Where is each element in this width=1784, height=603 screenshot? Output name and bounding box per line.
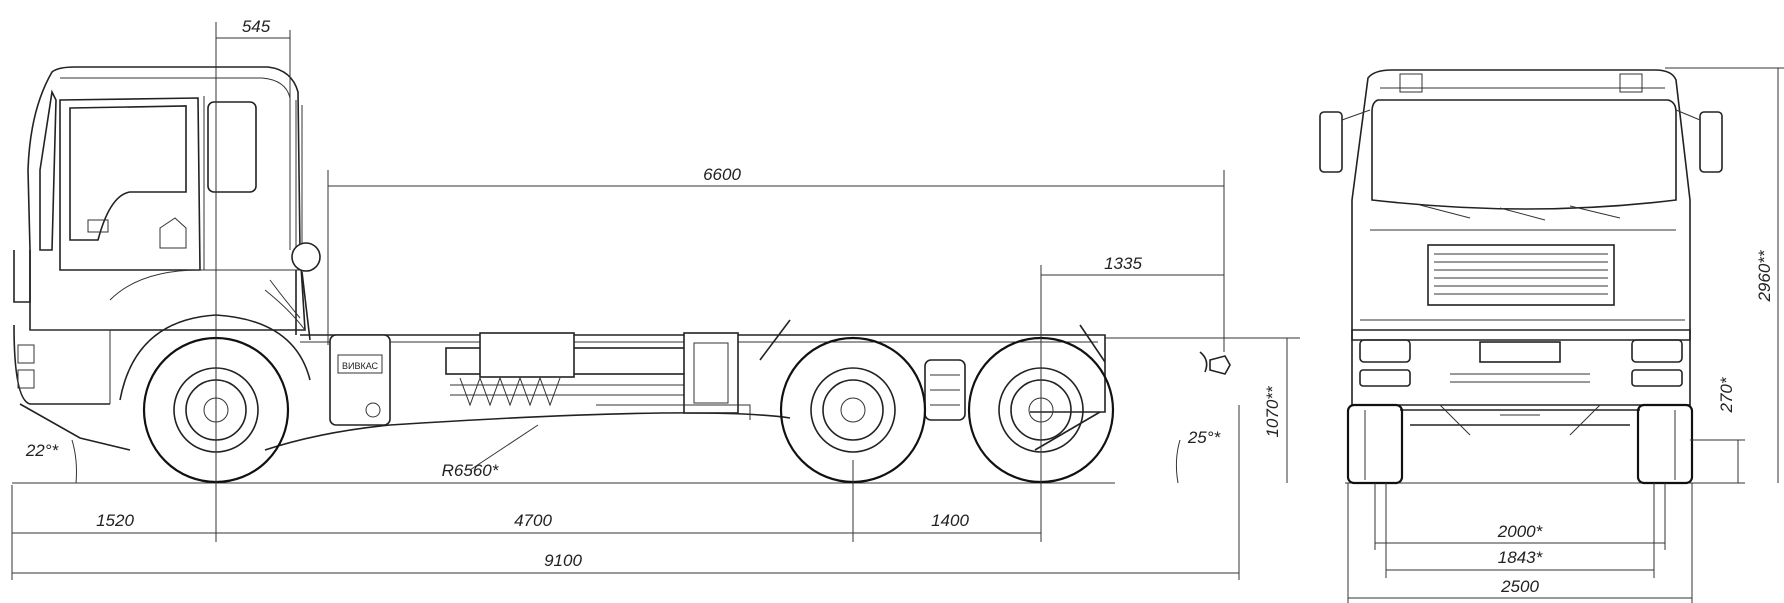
side-view: ВИВКАС xyxy=(11,17,1300,580)
dim-departure-angle: 25°* xyxy=(1187,428,1222,447)
dim-front-overhang: 1520 xyxy=(96,511,134,530)
front-wheel xyxy=(119,314,311,484)
dim-overall-width: 2500 xyxy=(1500,577,1539,596)
dim-rear-overhang: 1335 xyxy=(1104,254,1142,273)
dim-frame-length: 6600 xyxy=(703,165,741,184)
dim-overall-length: 9100 xyxy=(544,551,582,570)
side-dimensions: 545 6600 1335 1520 4700 1400 9100 1070**… xyxy=(11,17,1300,580)
dim-frame-height: 1070** xyxy=(1263,385,1282,437)
dim-ground-clearance: 270* xyxy=(1717,376,1736,413)
front-view: 2960** 270* 2000* 1843* 2500 xyxy=(1319,67,1784,603)
tank-plate-label: ВИВКАС xyxy=(342,361,379,371)
dim-bogie-spacing: 1400 xyxy=(931,511,969,530)
dim-cab-offset: 545 xyxy=(242,17,271,36)
dim-overall-height: 2960** xyxy=(1755,249,1774,302)
chassis-components: ВИВКАС xyxy=(329,319,1231,426)
cab xyxy=(13,66,321,405)
dim-track-rear: 1843* xyxy=(1498,548,1544,567)
dim-approach-angle: 22°* xyxy=(25,441,60,460)
dim-track-front: 2000* xyxy=(1497,522,1544,541)
dim-wheelbase: 4700 xyxy=(514,511,552,530)
front-dimensions: 2960** 270* 2000* 1843* 2500 xyxy=(1347,67,1784,603)
dim-turning-radius: R6560* xyxy=(442,461,500,480)
